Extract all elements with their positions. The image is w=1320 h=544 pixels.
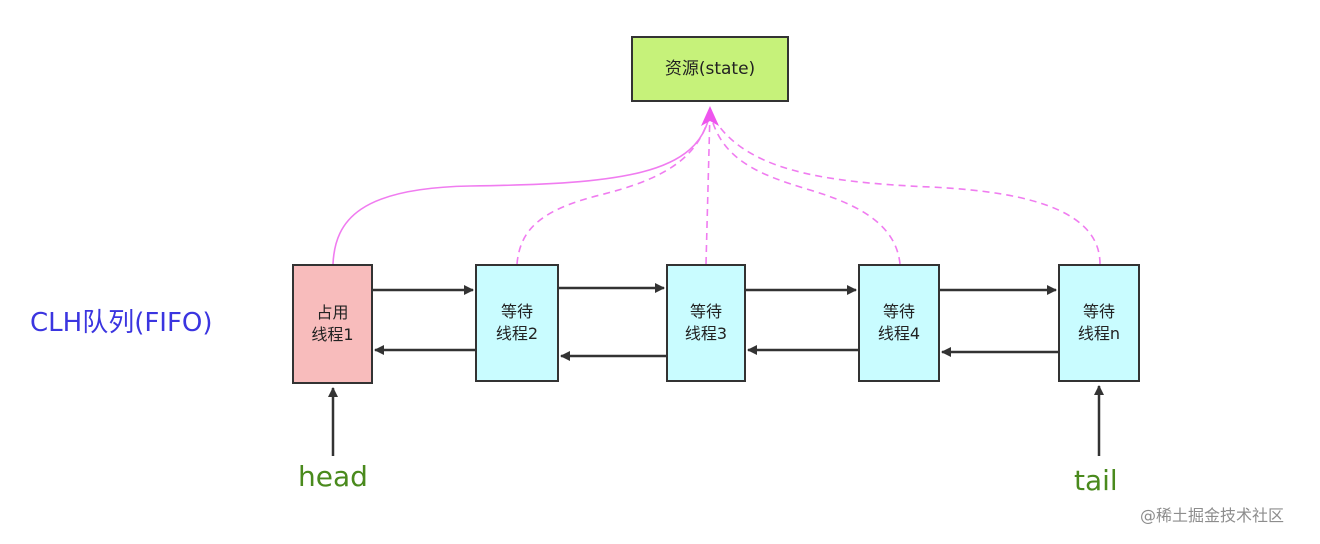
head-label: head <box>298 460 368 493</box>
tail-label: tail <box>1074 464 1118 497</box>
thread-status: 占用 <box>316 303 349 322</box>
resource-label: 资源(state) <box>664 59 756 79</box>
resource-arrowhead <box>701 106 719 126</box>
thread-node-n: 等待 线程n <box>1058 264 1140 382</box>
watermark: @稀土掘金技术社区 <box>1140 506 1285 525</box>
request-line-thread4 <box>709 111 901 265</box>
thread-name: 线程n <box>1077 324 1121 343</box>
request-line-thread2 <box>516 111 711 265</box>
queue-label: CLH队列(FIFO) <box>30 308 213 338</box>
thread-node-1: 占用 线程1 <box>292 264 373 384</box>
thread-name: 线程1 <box>311 325 354 344</box>
request-line-threadn <box>709 111 1101 265</box>
thread-name: 线程2 <box>495 324 539 343</box>
thread-status: 等待 <box>689 302 722 321</box>
thread-name: 线程3 <box>684 324 728 343</box>
thread-node-2: 等待 线程2 <box>475 264 559 382</box>
thread-status: 等待 <box>500 302 533 321</box>
thread-node-4: 等待 线程4 <box>858 264 940 382</box>
thread-name: 线程4 <box>877 324 921 343</box>
acquire-line-thread1 <box>332 111 711 265</box>
resource-state-box: 资源(state) <box>631 36 789 102</box>
thread-node-3: 等待 线程3 <box>666 264 746 382</box>
request-line-thread3 <box>705 111 711 265</box>
thread-status: 等待 <box>1082 302 1115 321</box>
thread-status: 等待 <box>882 302 915 321</box>
